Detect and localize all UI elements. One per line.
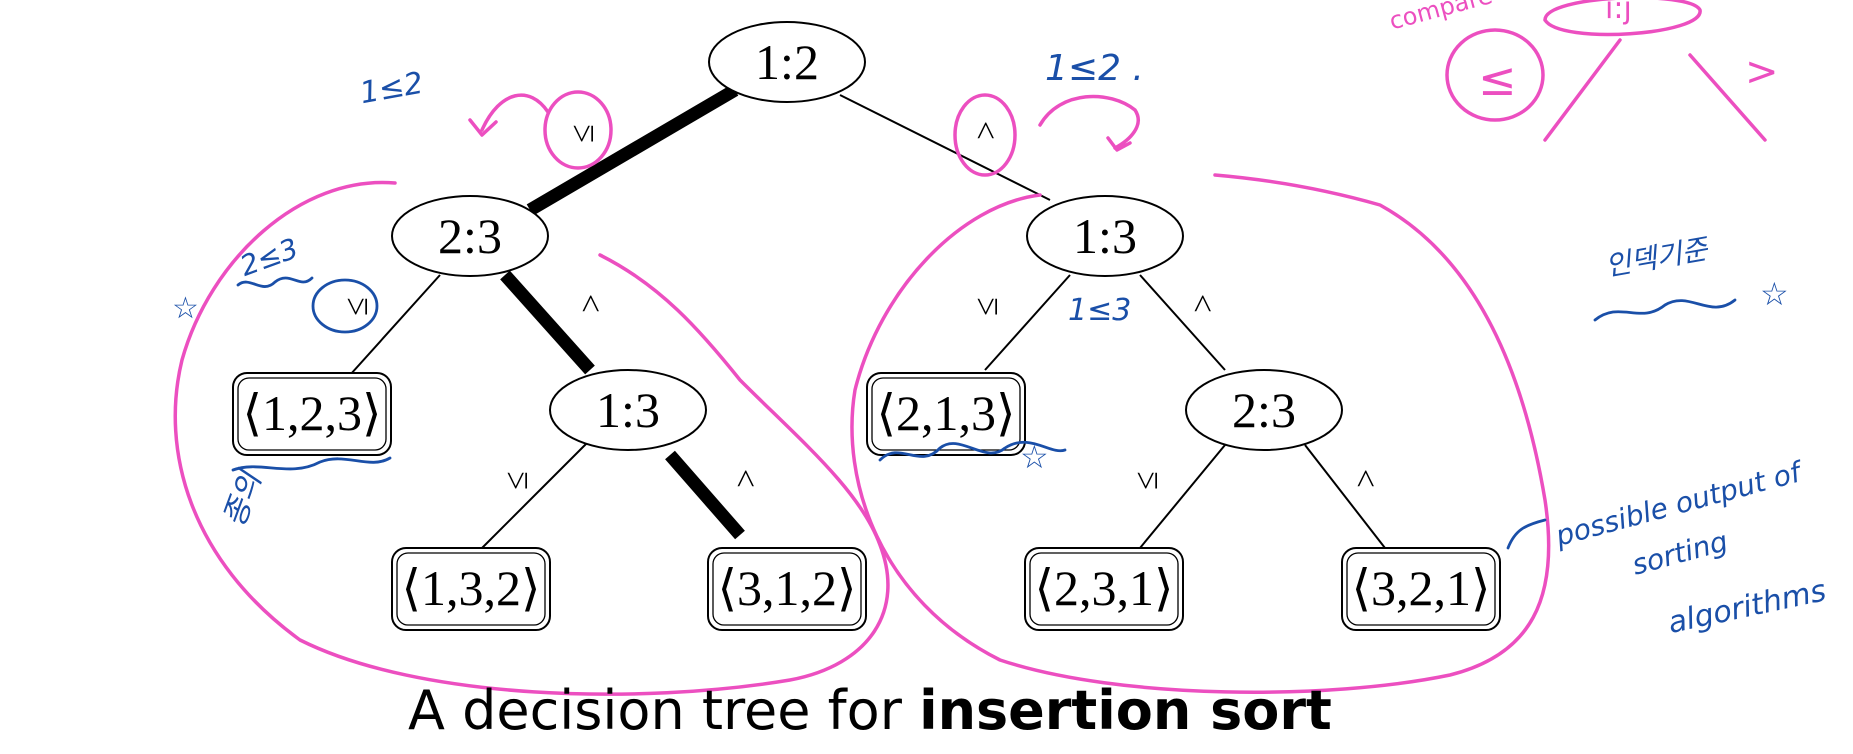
edge-left-to-ll bbox=[349, 274, 441, 376]
edge-label-lr-lrr: > bbox=[728, 469, 765, 488]
edge-rr-to-rrl bbox=[1139, 444, 1226, 549]
blue-note-root-left: 1≤2 bbox=[357, 66, 425, 111]
compare-nodes: 1:2 2:3 1:3 1:3 2:3 bbox=[391, 21, 1343, 451]
pink-corner-le: ≤ bbox=[1478, 52, 1517, 106]
node-left: 2:3 bbox=[391, 195, 549, 277]
leaf-213-label: ⟨2,1,3⟩ bbox=[876, 385, 1015, 441]
pink-loop-right-subtree bbox=[850, 173, 1551, 694]
edge-root-to-left bbox=[526, 84, 739, 216]
pink-corner-compare-note: compare bbox=[1386, 0, 1495, 35]
pink-corner-le-circle bbox=[1445, 28, 1545, 122]
blue-star-left: ☆ bbox=[172, 291, 199, 326]
node-right-label: 1:3 bbox=[1073, 208, 1137, 264]
blue-circle-left-le bbox=[311, 278, 379, 334]
edge-labels: ≤ > ≤ > ≤ > ≤ > ≤ > bbox=[338, 121, 1385, 490]
leaf-123-label: ⟨1,2,3⟩ bbox=[242, 385, 381, 441]
pink-corner-node-text: i:j bbox=[1605, 0, 1632, 26]
edge-rr-to-rrr bbox=[1304, 444, 1386, 549]
edge-label-root-right: > bbox=[968, 121, 1005, 140]
edge-lr-to-lrr bbox=[665, 450, 745, 540]
blue-star-leaf-213: ☆ bbox=[1020, 438, 1049, 476]
node-rr: 2:3 bbox=[1185, 369, 1343, 451]
edge-right-to-rr bbox=[1139, 274, 1226, 371]
blue-korean-note: 인덱기준 bbox=[1603, 232, 1712, 283]
node-root: 1:2 bbox=[708, 21, 866, 103]
pink-circle-root-left bbox=[543, 90, 613, 170]
blue-squiggle-left bbox=[236, 276, 314, 288]
blue-squiggle-korean bbox=[1593, 298, 1737, 322]
blue-leaf-note: 종의 bbox=[217, 466, 270, 532]
blue-star-korean: ☆ bbox=[1760, 275, 1789, 313]
leaf-312-label: ⟨3,1,2⟩ bbox=[717, 560, 856, 616]
leaf-321: ⟨3,2,1⟩ bbox=[1341, 547, 1501, 631]
caption-bold: insertion sort bbox=[919, 679, 1332, 742]
node-left-label: 2:3 bbox=[438, 208, 502, 264]
edge-label-left-ll: ≤ bbox=[338, 297, 375, 316]
caption-prefix: A decision tree for bbox=[408, 679, 920, 742]
leaf-321-label: ⟨3,2,1⟩ bbox=[1351, 560, 1490, 616]
blue-squiggle-leaf-123 bbox=[231, 456, 392, 472]
edge-label-right-rl: ≤ bbox=[968, 297, 1005, 316]
pink-corner-right-branch bbox=[1688, 53, 1767, 142]
leaf-nodes: ⟨1,2,3⟩ ⟨2,1,3⟩ ⟨1,3,2⟩ ⟨3,1,2⟩ ⟨2,3,1⟩ … bbox=[232, 372, 1501, 631]
pink-loop-left-subtree bbox=[173, 180, 890, 696]
leaf-231-label: ⟨2,3,1⟩ bbox=[1034, 560, 1173, 616]
node-root-label: 1:2 bbox=[755, 34, 819, 90]
pink-corner-node-oval bbox=[1543, 0, 1702, 37]
edge-root-to-right bbox=[839, 94, 1051, 201]
node-lr-label: 1:3 bbox=[596, 382, 660, 438]
pink-arrow-root-right bbox=[1038, 94, 1140, 152]
blue-note-root-right: 1≤2 . bbox=[1045, 48, 1144, 89]
edge-label-rr-rrr: > bbox=[1348, 469, 1385, 488]
diagram-caption: A decision tree for insertion sort bbox=[408, 684, 1332, 738]
leaf-132: ⟨1,3,2⟩ bbox=[391, 547, 551, 631]
pink-arrow-root-left bbox=[468, 93, 550, 137]
leaf-312: ⟨3,1,2⟩ bbox=[707, 547, 867, 631]
pink-corner-gt: > bbox=[1745, 49, 1779, 95]
tree-edges bbox=[349, 84, 1386, 551]
edge-label-rr-rrl: ≤ bbox=[1128, 471, 1165, 490]
blue-note-left: 2≤3 bbox=[236, 232, 303, 283]
leaf-123: ⟨1,2,3⟩ bbox=[232, 372, 392, 456]
edge-label-root-left: ≤ bbox=[564, 124, 601, 143]
blue-pointer-line bbox=[1506, 518, 1547, 550]
edge-label-right-rr: > bbox=[1185, 294, 1222, 313]
blue-output-note-2: sorting bbox=[1629, 524, 1732, 581]
leaf-132-label: ⟨1,3,2⟩ bbox=[401, 560, 540, 616]
edge-label-left-lr: > bbox=[573, 294, 610, 313]
pink-circle-root-right bbox=[953, 93, 1017, 177]
blue-note-right: 1≤3 bbox=[1068, 293, 1131, 328]
node-lr: 1:3 bbox=[549, 369, 707, 451]
edge-left-to-lr bbox=[500, 270, 595, 375]
edge-right-to-rl bbox=[984, 274, 1071, 371]
blue-output-note-3: algorithms bbox=[1665, 573, 1829, 641]
edge-label-lr-lrl: ≤ bbox=[498, 471, 535, 490]
blue-squiggle-leaf-213 bbox=[878, 440, 1067, 462]
pink-corner-left-branch bbox=[1543, 38, 1622, 142]
edge-lr-to-lrl bbox=[479, 439, 591, 551]
leaf-213: ⟨2,1,3⟩ bbox=[866, 372, 1026, 456]
leaf-231: ⟨2,3,1⟩ bbox=[1024, 547, 1184, 631]
node-right: 1:3 bbox=[1026, 195, 1184, 277]
node-rr-label: 2:3 bbox=[1232, 382, 1296, 438]
